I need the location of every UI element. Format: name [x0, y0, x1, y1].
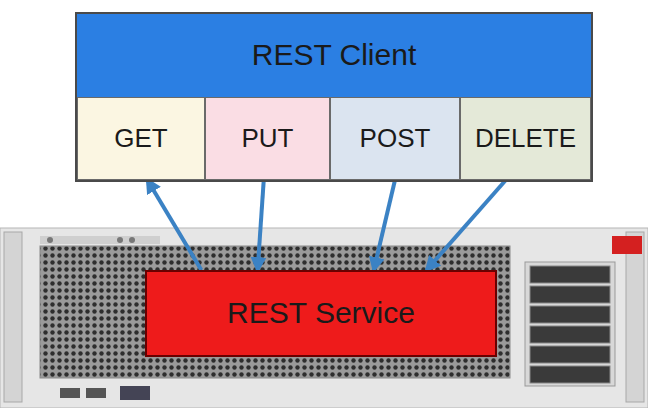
drive-bay [530, 306, 610, 323]
status-strip [40, 236, 160, 244]
text-area: POST [331, 98, 459, 179]
method-box: GET [77, 97, 205, 180]
usb-port [60, 388, 80, 398]
usb-port [86, 388, 106, 398]
node-label: POST [360, 124, 431, 154]
service-box: REST Service [145, 270, 497, 357]
method-box: DELETE [460, 97, 591, 180]
node-label: DELETE [475, 124, 576, 154]
text-area: PUT [206, 98, 329, 179]
status-led [117, 237, 123, 243]
request-arrow [427, 180, 506, 270]
drive-bay [530, 266, 610, 283]
drive-bay [530, 366, 610, 383]
request-arrow [258, 180, 264, 270]
drive-bays [525, 262, 615, 386]
drive-bay [530, 346, 610, 363]
method-box: POST [330, 97, 460, 180]
text-area: GET [78, 98, 204, 179]
status-led [47, 237, 53, 243]
text-area: REST Service [147, 272, 495, 355]
text-area: REST Client [77, 14, 591, 97]
drive-bay [530, 326, 610, 343]
vga-port [120, 386, 150, 400]
status-led [129, 237, 135, 243]
method-box: PUT [205, 97, 330, 180]
right-handle [626, 232, 644, 402]
request-arrow [374, 180, 395, 270]
node-label: REST Client [252, 38, 417, 73]
drive-bay [530, 286, 610, 303]
text-area: DELETE [461, 98, 590, 179]
server-chassis [0, 228, 648, 408]
node-label: GET [114, 124, 167, 154]
node-label: REST Service [227, 296, 415, 331]
left-handle [4, 232, 22, 402]
request-arrow [147, 180, 201, 270]
vent-mesh [40, 246, 510, 378]
drive-cage [525, 262, 615, 386]
brand-badge [612, 236, 642, 254]
client-box: REST ClientGET PUT POST DELETE [75, 12, 593, 182]
node-label: PUT [242, 124, 294, 154]
